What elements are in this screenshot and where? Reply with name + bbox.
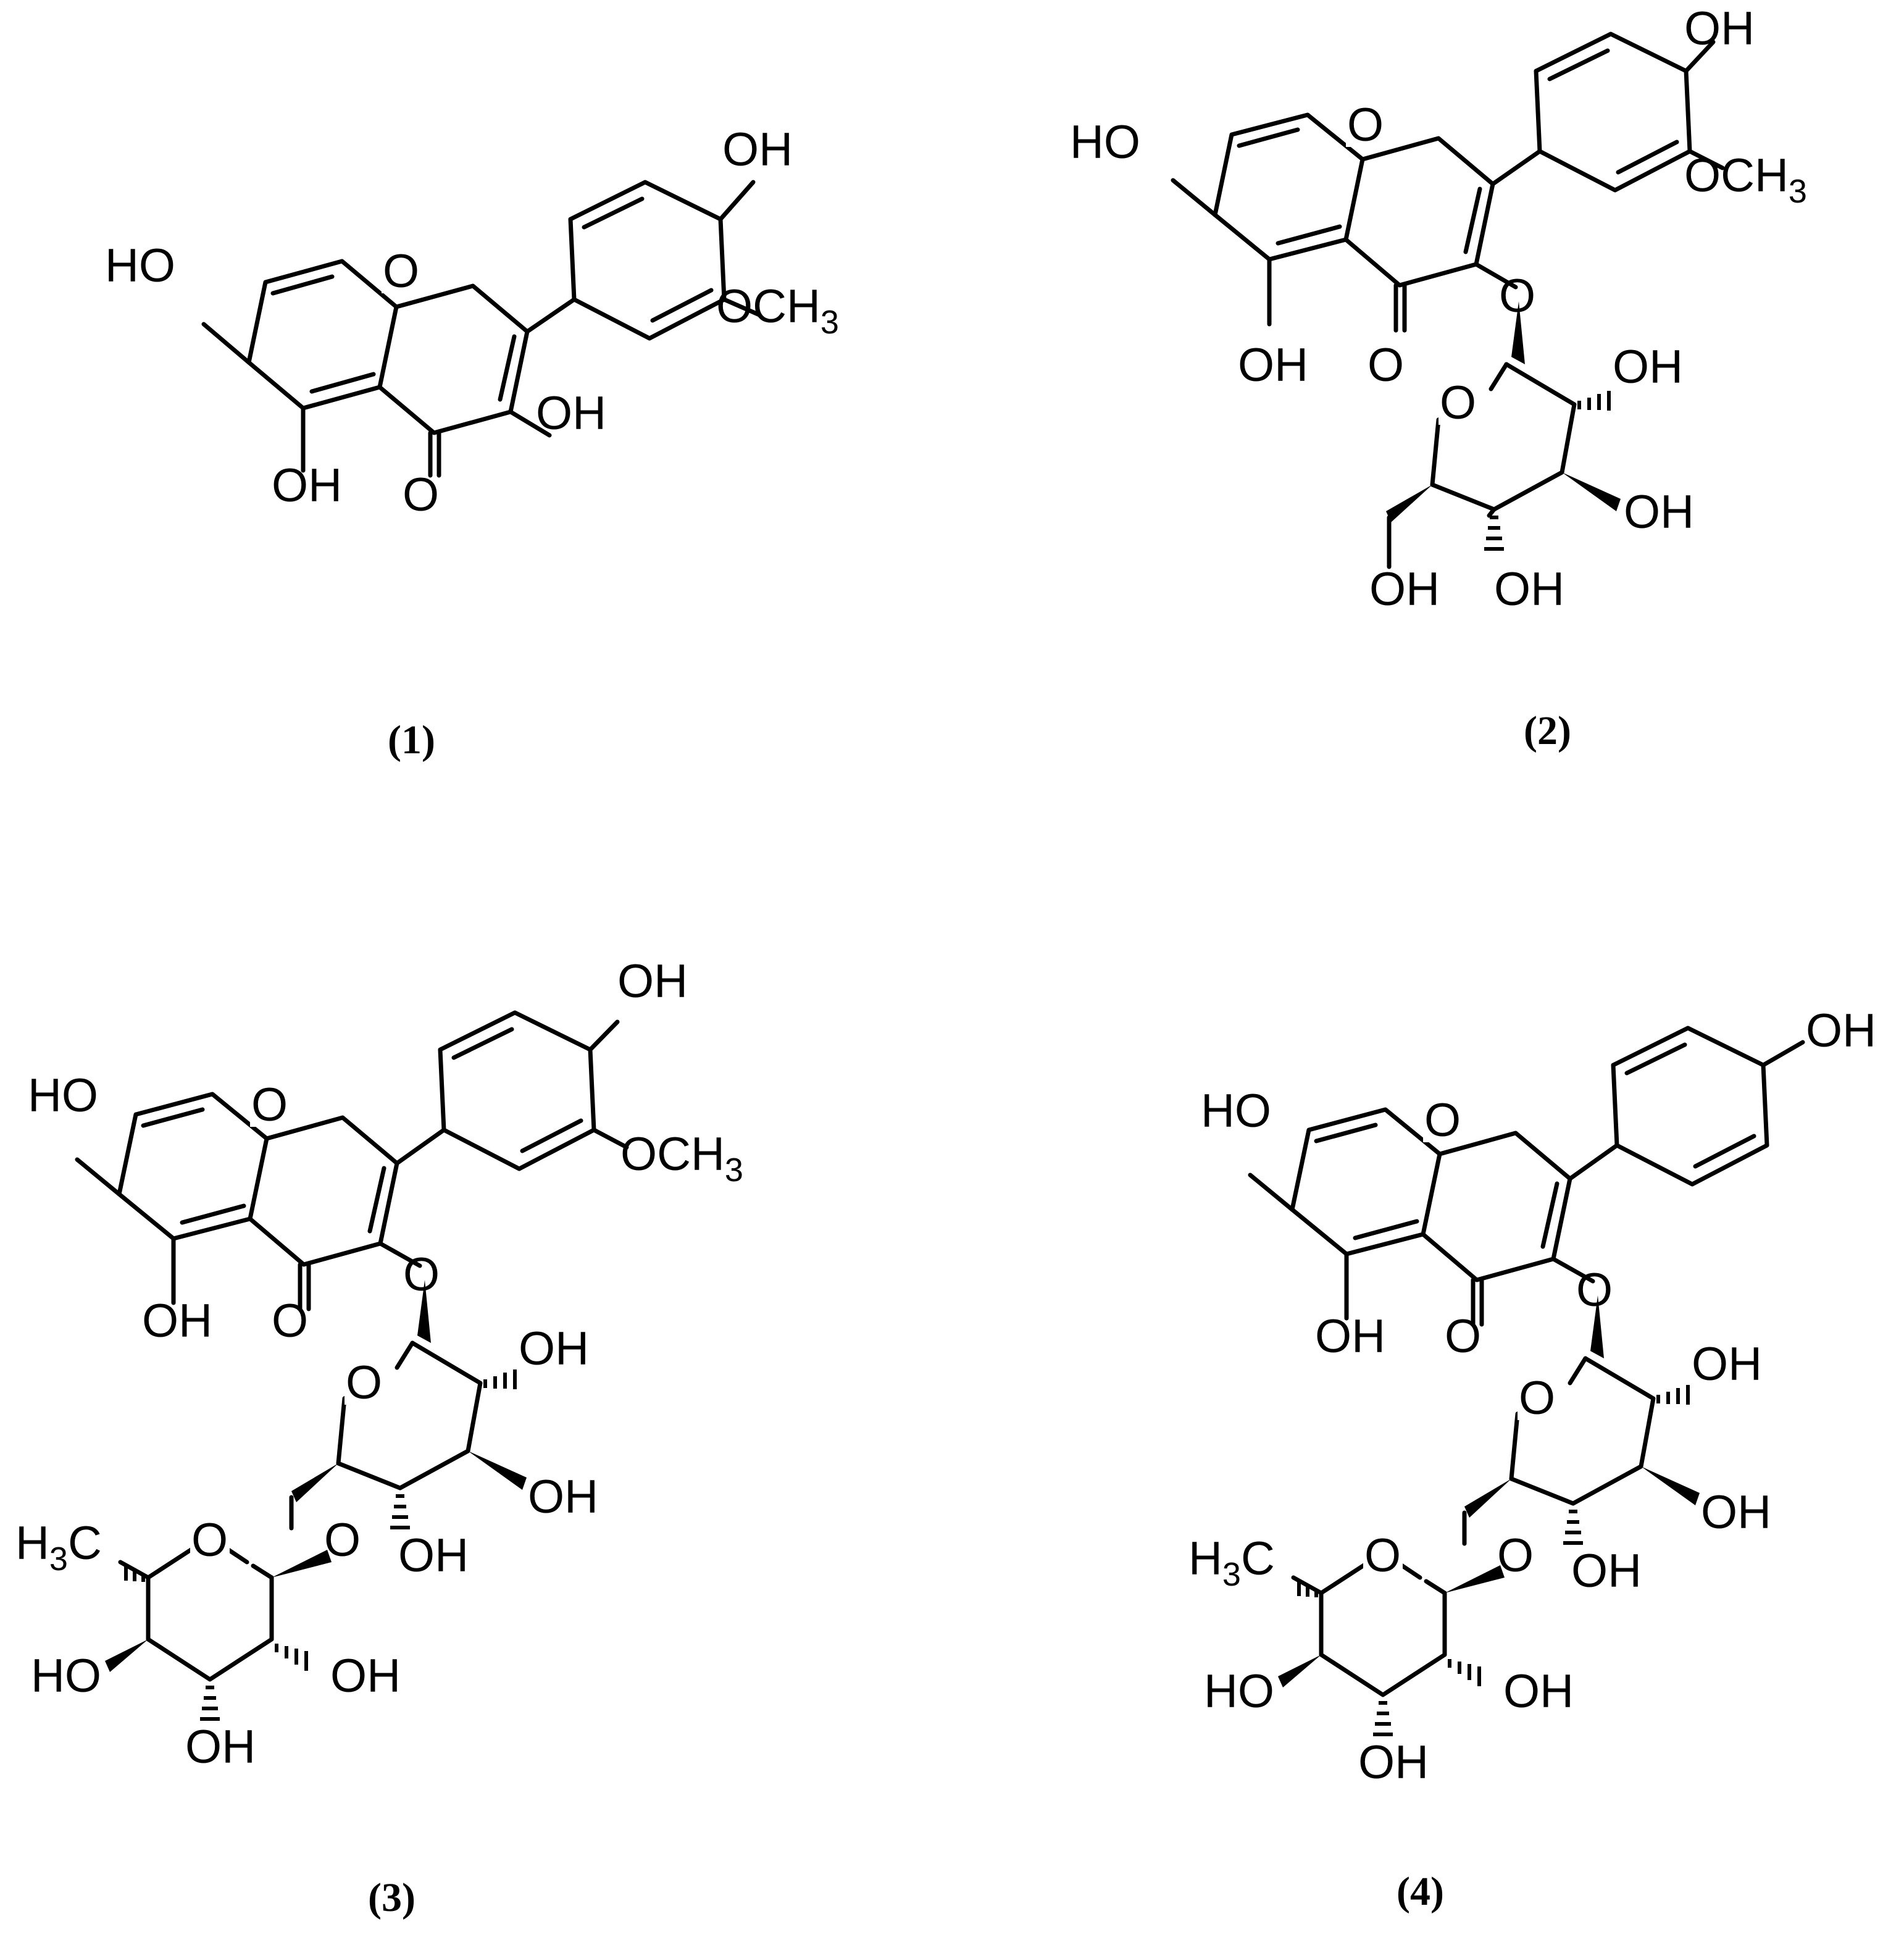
compound-4-labels: HO O OH O O OH O OH OH OH O O H3C OH OH … xyxy=(1188,1005,1876,1789)
label-rha-oh-3: OH xyxy=(1358,1736,1429,1789)
label-glucose-ring-o: O xyxy=(1440,377,1476,429)
label-glc-oh-2: OH xyxy=(519,1323,589,1375)
compound-3-labels: HO O OH O O OH OCH3 O OH OH OH O O H3C O… xyxy=(15,955,743,1773)
label-ring-oxygen: O xyxy=(1424,1094,1461,1147)
label-rhamnose-ring-o: O xyxy=(1364,1529,1401,1582)
label-carbonyl-o: O xyxy=(1367,339,1404,391)
compound-3-bonds xyxy=(75,1010,629,1682)
label-glycosidic-o: O xyxy=(1576,1264,1613,1316)
label-glycosidic-o: O xyxy=(1499,270,1535,322)
compound-3-structure: HO O OH O O OH OCH3 O OH OH OH O O H3C O… xyxy=(15,955,743,1920)
label-oh-3: OH xyxy=(536,387,606,440)
label-carbonyl-o: O xyxy=(403,469,439,521)
label-glc-oh-3: OH xyxy=(528,1471,598,1523)
label-ho-7: HO xyxy=(105,240,175,292)
label-ho-7: HO xyxy=(28,1069,98,1122)
label-oh-4prime: OH xyxy=(1684,2,1755,55)
label-glc-oh-3: OH xyxy=(1624,486,1694,538)
wedge-c3 xyxy=(1562,472,1621,511)
label-ring-oxygen: O xyxy=(251,1079,288,1131)
compound-2-structure: HO O OH O O OH OCH3 O OH OH OH OH (2) xyxy=(1070,2,1807,753)
label-rha-oh-2: OH xyxy=(330,1650,401,1702)
label-rhamnose-methyl: H3C xyxy=(15,1517,102,1578)
label-rhamnose-ring-o: O xyxy=(191,1514,228,1566)
label-oh-4prime: OH xyxy=(617,955,688,1008)
compound-2-labels: HO O OH O O OH OCH3 O OH OH OH OH xyxy=(1070,2,1807,616)
label-glycosidic-o: O xyxy=(403,1248,440,1301)
label-rha-oh-2: OH xyxy=(1503,1665,1574,1718)
label-oh-4prime: OH xyxy=(722,123,793,176)
label-ho-7: HO xyxy=(1201,1085,1271,1137)
label-glc-oh-2: OH xyxy=(1613,341,1683,393)
label-oh-5: OH xyxy=(1315,1310,1385,1363)
compound-1-structure: HO O OH O OH OH OCH3 (1) xyxy=(105,123,839,763)
label-methoxy: OCH3 xyxy=(716,280,839,341)
compound-3-stereo xyxy=(105,1280,527,1721)
caption-compound-4: (4) xyxy=(1397,1869,1444,1914)
label-rhamnose-methyl: H3C xyxy=(1188,1532,1275,1593)
label-rha-oh-4: HO xyxy=(31,1650,101,1702)
compound-4-structure: HO O OH O O OH O OH OH OH O O H3C OH OH … xyxy=(1188,1005,1876,1914)
label-ring-oxygen: O xyxy=(1347,99,1384,151)
hash-c4-oh xyxy=(1484,516,1504,551)
compound-1-bonds xyxy=(201,180,762,478)
hash-c2-oh xyxy=(1577,391,1611,411)
compound-2-stereo xyxy=(1386,301,1621,551)
label-oh-5: OH xyxy=(142,1295,212,1347)
label-ring-oxygen: O xyxy=(383,245,419,298)
label-glc-oh-4: OH xyxy=(1494,563,1564,616)
caption-compound-2: (2) xyxy=(1524,708,1571,753)
label-glc-oh-4: OH xyxy=(398,1529,469,1582)
label-methoxy: OCH3 xyxy=(1684,149,1807,210)
label-glc-oh-4: OH xyxy=(1571,1545,1642,1597)
label-glc-oh-2: OH xyxy=(1692,1338,1762,1390)
compound-1-labels: HO O OH O OH OH OCH3 xyxy=(105,123,839,521)
label-glc-o-6: O xyxy=(1497,1529,1534,1582)
compound-4-stereo xyxy=(1278,1295,1700,1736)
caption-compound-1: (1) xyxy=(388,717,435,763)
label-oh-5: OH xyxy=(272,459,342,512)
label-rha-oh-3: OH xyxy=(185,1721,256,1773)
label-oh-5: OH xyxy=(1238,339,1308,391)
label-glc-o-6: O xyxy=(324,1514,361,1566)
label-carbonyl-o: O xyxy=(272,1295,308,1347)
label-oh-4prime: OH xyxy=(1806,1005,1876,1057)
label-rha-oh-4: HO xyxy=(1204,1665,1274,1718)
bond-c7-oh xyxy=(201,322,251,365)
label-glucose-ring-o: O xyxy=(1519,1372,1555,1424)
compound-2-bonds xyxy=(1171,31,1725,569)
label-methoxy: OCH3 xyxy=(620,1128,743,1189)
label-glc-oh-6: OH xyxy=(1369,563,1440,616)
label-glucose-ring-o: O xyxy=(346,1357,382,1409)
label-ho-7: HO xyxy=(1070,116,1140,169)
wedge-anomeric xyxy=(1511,301,1525,364)
label-carbonyl-o: O xyxy=(1445,1310,1481,1363)
label-glc-oh-3: OH xyxy=(1701,1486,1771,1539)
caption-compound-3: (3) xyxy=(368,1875,415,1920)
wedge-c5 xyxy=(1386,485,1432,522)
